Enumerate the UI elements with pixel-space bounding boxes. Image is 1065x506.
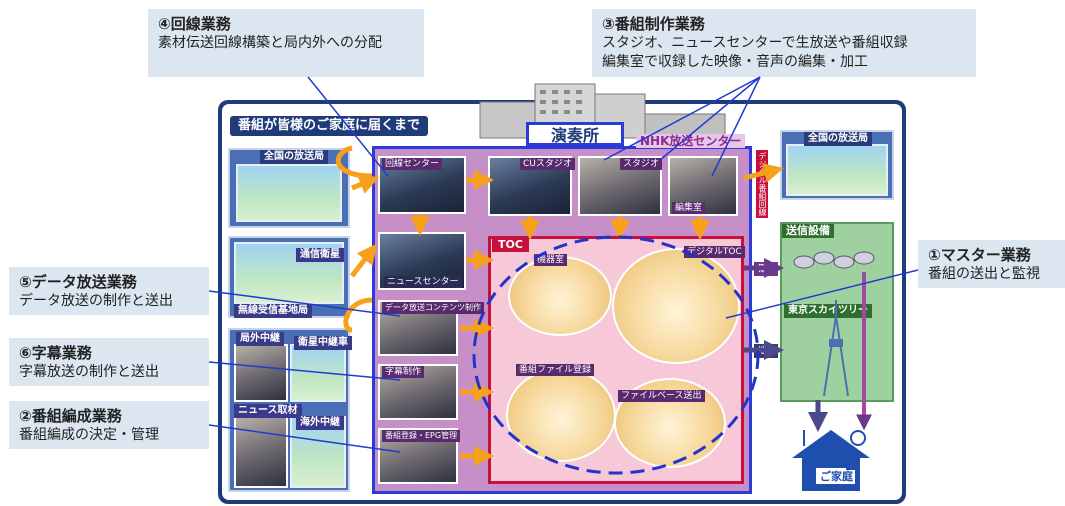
- nhk-center-label: NHK放送センター: [636, 134, 746, 148]
- callout-master: ①マスター業務 番組の送出と監視: [918, 240, 1065, 288]
- edit-room-label: 編集室: [672, 202, 706, 214]
- callout-title: ②番組編成業務: [19, 407, 122, 425]
- file-registration-room: [506, 368, 616, 462]
- remote-relay-image: [234, 344, 288, 402]
- satellite-label: 通信衛星: [296, 248, 344, 262]
- overseas-label: 海外中継: [296, 416, 344, 430]
- callout-desc: 番組編成の決定・管理: [19, 427, 159, 443]
- satellite-route-label: 衛星: [754, 262, 778, 276]
- digital-toc-label: デジタルTOC: [684, 246, 745, 258]
- nationwide-stations-panel-right: 全国の放送局: [780, 130, 894, 200]
- line-center-label: 回線センター: [382, 158, 443, 170]
- news-center-label: ニュースセンター: [384, 276, 462, 288]
- terrestrial-route-label: 地上: [754, 344, 778, 358]
- digital-line-label: デジタル番組回線: [756, 150, 768, 218]
- tx-facility-label: 送信設備: [782, 224, 834, 238]
- machine-room: [508, 256, 612, 336]
- callout-caption: ⑥字幕業務 字幕放送の制作と送出: [9, 338, 209, 386]
- nationwide-stations-label: 全国の放送局: [260, 150, 328, 164]
- callout-desc: データ放送の制作と送出: [19, 293, 173, 309]
- cu-studio-label: CUスタジオ: [520, 158, 575, 170]
- news-field-image: [234, 416, 288, 488]
- callout-line-service: ④回線業務 素材伝送回線構築と局内外への分配: [148, 9, 424, 77]
- sat-truck-label: 衛星中継車: [294, 336, 352, 350]
- nationwide-stations-label-right: 全国の放送局: [804, 132, 872, 146]
- skytree-label: 東京スカイツリー: [784, 304, 872, 318]
- nationwide-map-image: [236, 164, 342, 222]
- callout-title: ①マスター業務: [928, 246, 1031, 264]
- toc-label: TOC: [492, 238, 529, 252]
- remote-relay-label: 局外中継: [236, 332, 284, 346]
- callout-scheduling: ②番組編成業務 番組編成の決定・管理: [9, 401, 209, 449]
- frame-title: 番組が皆様のご家庭に届くまで: [230, 116, 429, 136]
- field-coverage-panel: 局外中継 衛星中継車 ニュース取材 海外中継: [228, 328, 352, 492]
- epg-label: 番組登録・EPG管理: [382, 430, 461, 442]
- home-label: ご家庭: [818, 470, 855, 484]
- digital-toc-room: [612, 248, 740, 364]
- callout-desc: スタジオ、ニュースセンターで生放送や番組収録: [602, 35, 908, 51]
- data-cast-label: データ放送コンテンツ制作: [382, 302, 484, 314]
- callout-title: ③番組制作業務: [602, 15, 705, 33]
- callout-title: ④回線業務: [158, 15, 231, 33]
- callout-desc: 編集室で収録した映像・音声の編集・加工: [602, 54, 868, 70]
- nationwide-map-image-right: [786, 144, 888, 196]
- sat-truck-image: [290, 344, 346, 402]
- callout-desc: 字幕放送の制作と送出: [19, 364, 159, 380]
- file-base-label: ファイルベース送出: [618, 390, 705, 402]
- callout-desc: 番組の送出と監視: [928, 266, 1040, 282]
- studio-label: スタジオ: [620, 158, 663, 170]
- file-registration-label: 番組ファイル登録: [516, 364, 595, 376]
- caption-label: 字幕制作: [382, 366, 425, 378]
- unmanned-station-label: 無線受信基地局: [234, 304, 312, 318]
- enso-label: 演奏所: [526, 122, 624, 146]
- callout-desc: 素材伝送回線構築と局内外への分配: [158, 35, 382, 51]
- callout-title: ⑥字幕業務: [19, 344, 92, 362]
- callout-title: ⑤データ放送業務: [19, 273, 137, 291]
- news-field-label: ニュース取材: [234, 404, 302, 418]
- machine-room-label: 機器室: [534, 254, 568, 266]
- reception-panel: 通信衛星 無線受信基地局: [228, 236, 350, 318]
- nationwide-stations-panel-left: 全国の放送局: [228, 148, 350, 228]
- callout-production: ③番組制作業務 スタジオ、ニュースセンターで生放送や番組収録 編集室で収録した映…: [592, 9, 976, 77]
- callout-data-broadcast: ⑤データ放送業務 データ放送の制作と送出: [9, 267, 209, 315]
